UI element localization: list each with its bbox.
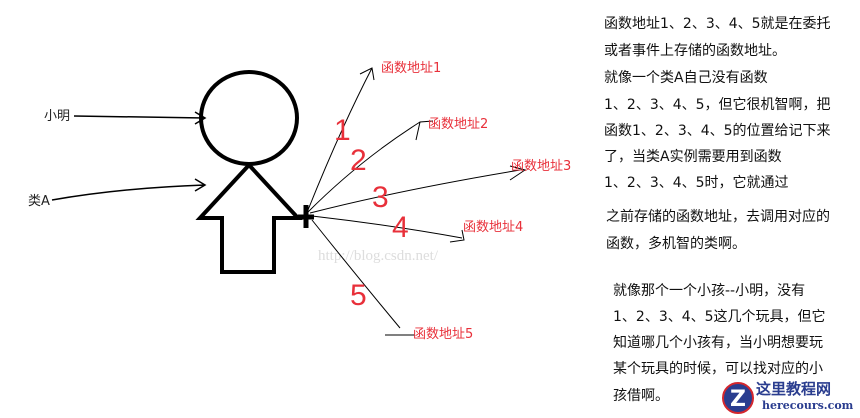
- pivot-node: [298, 205, 314, 228]
- explanation-line: 或者事件上存储的函数地址。: [604, 43, 786, 59]
- explanation-line: 知道哪几个小孩有，当小明想要玩: [613, 335, 823, 351]
- number-3: 3: [372, 181, 389, 214]
- pointer-line-2: [307, 120, 434, 213]
- address-label-5: 函数地址5: [413, 327, 473, 342]
- explanation-line: 函数，多机智的类啊。: [606, 236, 746, 252]
- explanation-line: 1、2、3、4、5时，它就通过: [604, 175, 789, 191]
- logo-url: herecours.com: [762, 399, 854, 412]
- number-1: 1: [334, 114, 351, 147]
- person-label: 小明: [44, 109, 70, 124]
- head-circle: [199, 70, 299, 166]
- pointer-line-1: [307, 67, 375, 211]
- address-label-4: 函数地址4: [463, 220, 523, 235]
- explanation-line: 孩借啊。: [613, 388, 669, 404]
- explanation-line: 1、2、3、4、5，但它很机智啊，把: [604, 97, 831, 113]
- pointer-line-3: [309, 165, 527, 214]
- explanation-line: 函数1、2、3、4、5的位置给记下来: [604, 123, 831, 139]
- pointer-line-5: [311, 219, 415, 336]
- person-arrow: [73, 111, 207, 125]
- explanation-line: 就像一个类A自己没有函数: [604, 70, 768, 86]
- watermark: http://blog.csdn.net/: [318, 248, 439, 264]
- number-5: 5: [350, 279, 367, 312]
- number-4: 4: [392, 211, 409, 244]
- logo-title: 这里教程网: [756, 380, 832, 398]
- explanation-line: 就像那个一个小孩--小明，没有: [613, 283, 806, 299]
- number-2: 2: [350, 144, 367, 177]
- explanation-line: 了，当类A实例需要用到函数: [604, 149, 782, 165]
- explanation-line: 函数地址1、2、3、4、5就是在委托: [604, 16, 831, 32]
- explanation-line: 1、2、3、4、5这几个玩具，但它: [613, 309, 826, 325]
- address-label-3: 函数地址3: [511, 159, 571, 174]
- class-arrow: [51, 178, 207, 201]
- explanation-line: 某个玩具的时候，可以找对应的小: [613, 361, 823, 377]
- pointer-lines: [307, 67, 527, 336]
- logo-mark-icon: Z: [722, 382, 754, 414]
- address-label-1: 函数地址1: [381, 61, 441, 76]
- explanation-line: 之前存储的函数地址，去调用对应的: [606, 209, 830, 225]
- site-logo: Z 这里教程网 herecours.com: [718, 378, 860, 418]
- pointer-line-4: [311, 215, 465, 243]
- body-arrow-shape: [195, 162, 303, 274]
- address-label-2: 函数地址2: [428, 117, 488, 132]
- class-label: 类A: [28, 194, 50, 209]
